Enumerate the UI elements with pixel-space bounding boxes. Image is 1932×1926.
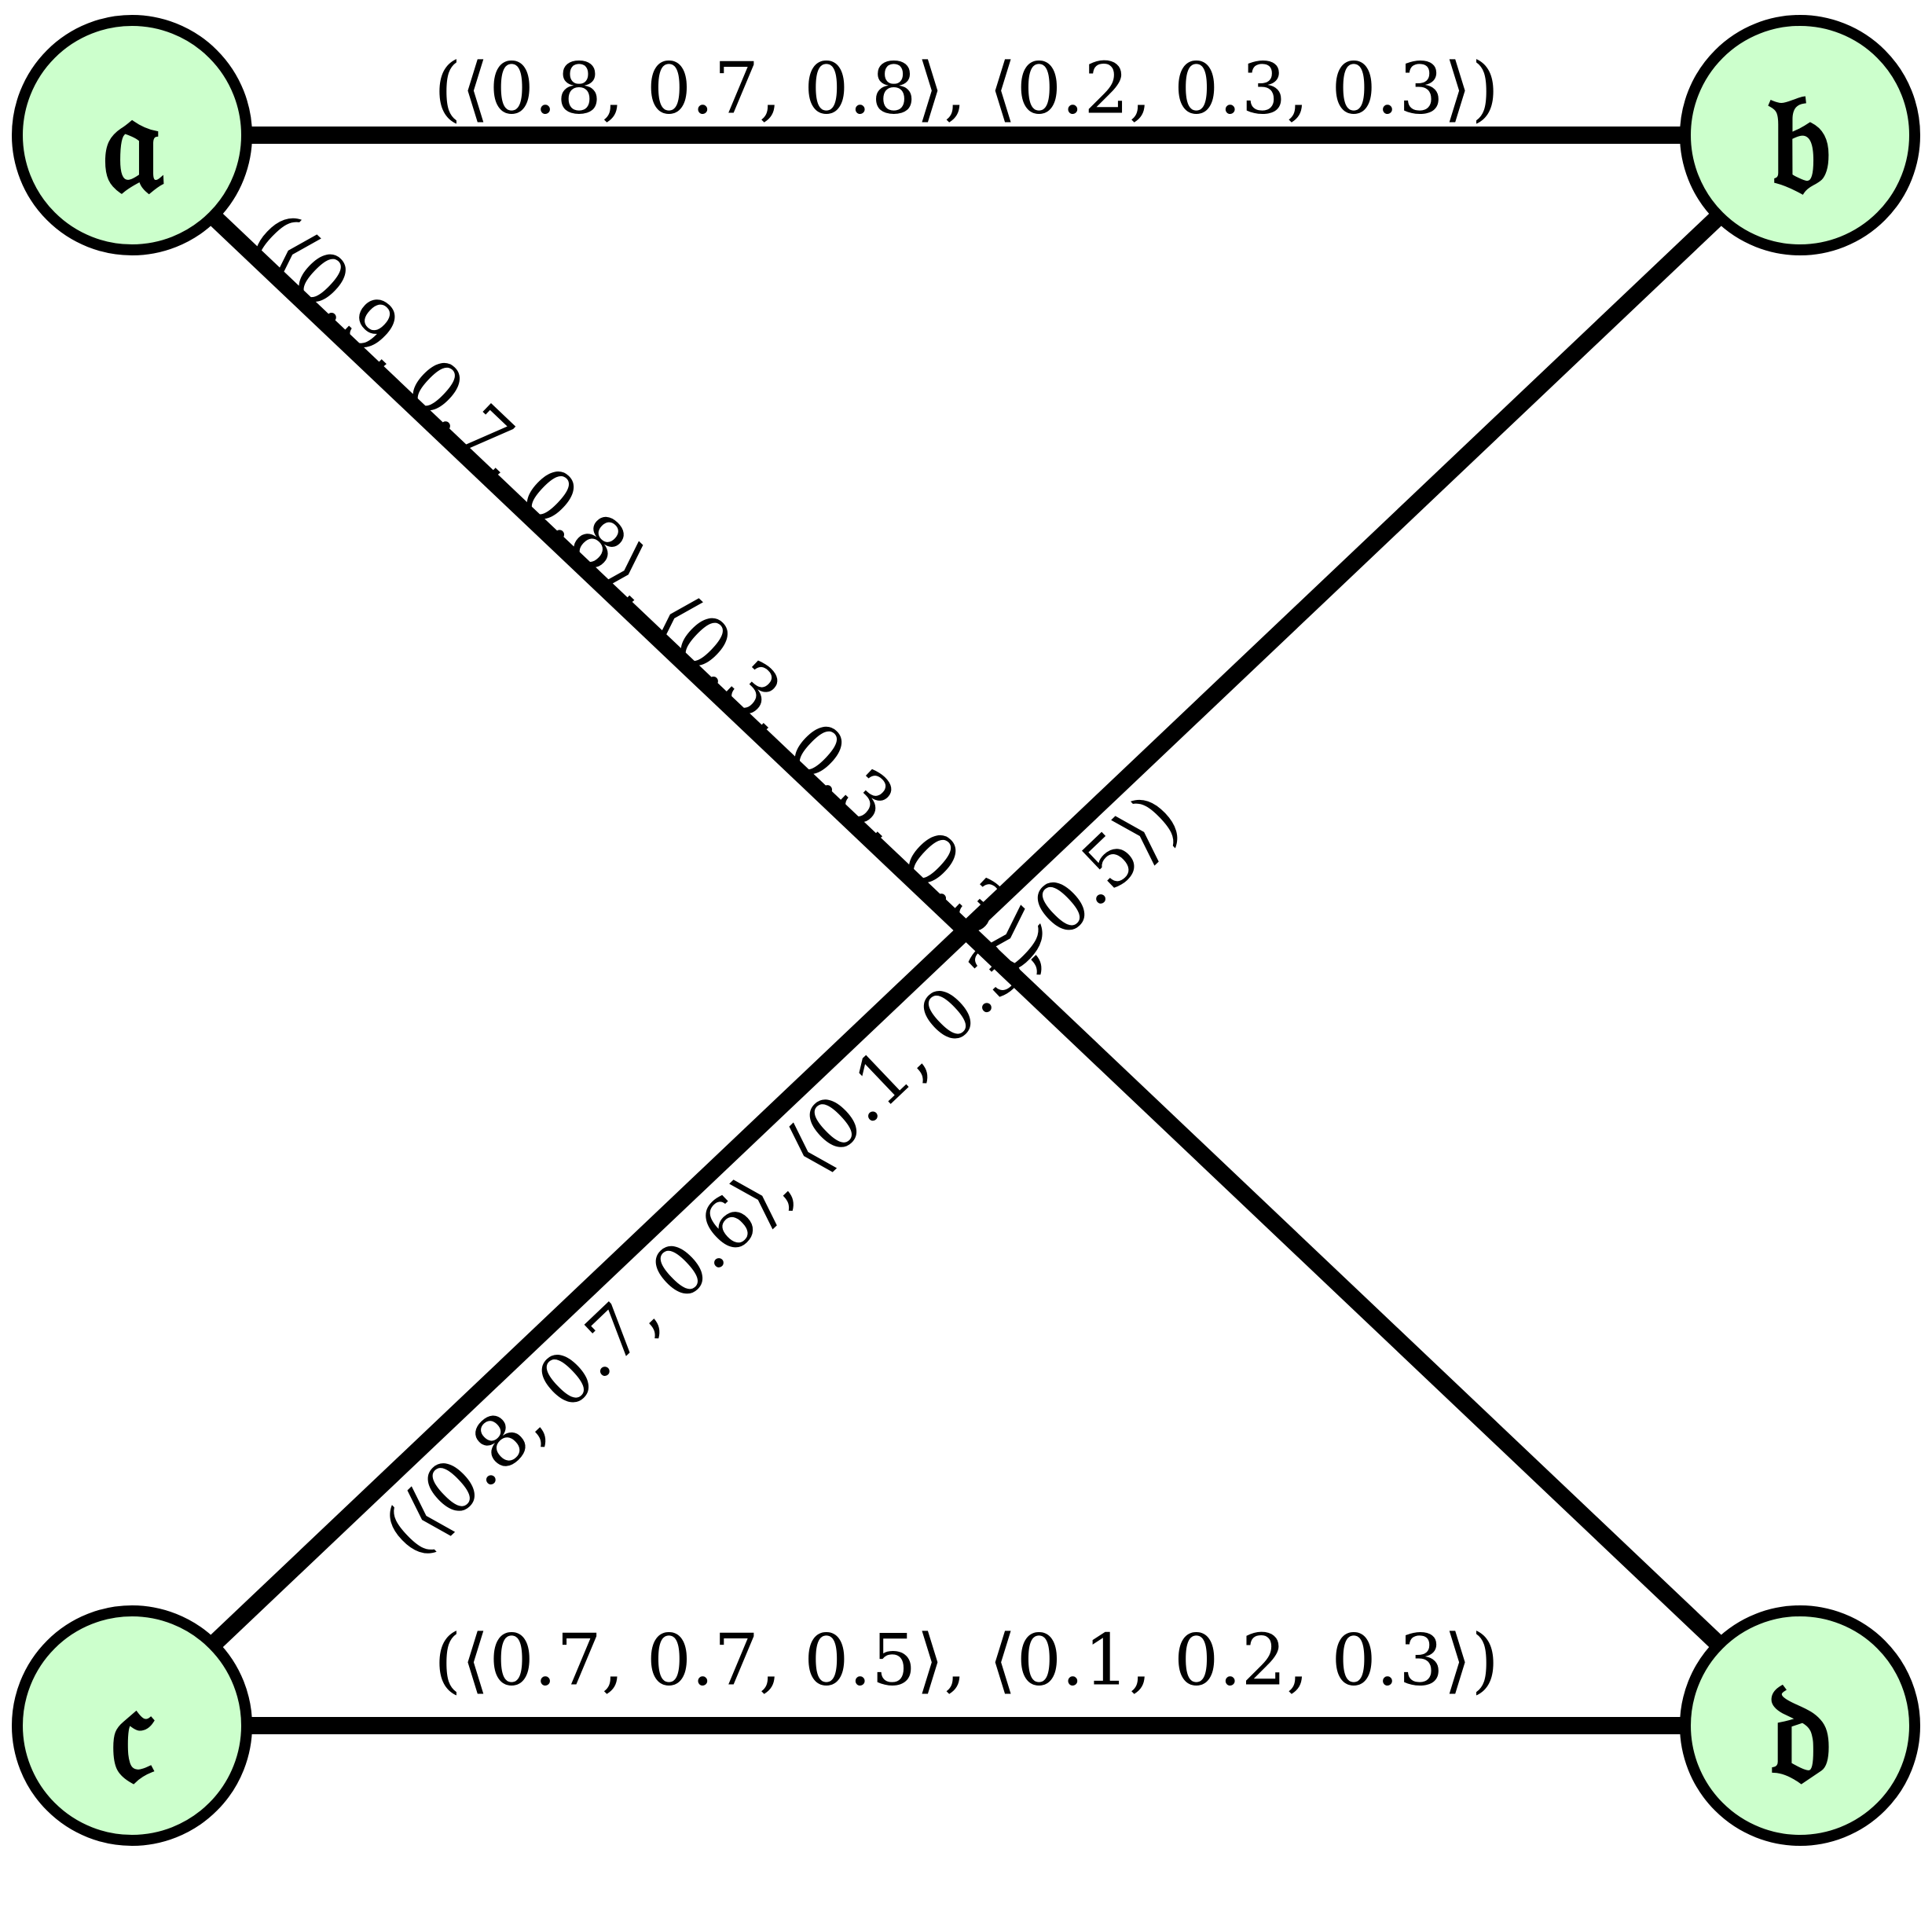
node-circle-b[interactable] [1680,15,1920,255]
node-label-b: 𝔟 [1768,59,1832,225]
node-a[interactable]: 𝔞 [12,15,252,255]
node-d[interactable]: 𝔡 [1680,1605,1920,1846]
node-label-a: 𝔞 [101,59,164,225]
node-label-d: 𝔡 [1768,1649,1832,1815]
edge-label-c-d: (⟨0.7, 0.7, 0.5⟩, ⟨0.1, 0.2, 0.3⟩) [434,1619,1499,1701]
node-circle-a[interactable] [12,15,252,255]
edge-label-a-b: (⟨0.8, 0.7, 0.8⟩, ⟨0.2, 0.3, 0.3⟩) [434,47,1499,130]
node-b[interactable]: 𝔟 [1680,15,1920,255]
edge-line-c-b[interactable] [207,210,1725,1651]
node-label-c: 𝔠 [110,1649,156,1815]
edge-label-a-d: (⟨0.9, 0.7, 0.8⟩, ⟨0.3, 0.3, 0.3⟩) [236,196,1065,990]
node-group: 𝔞 𝔟 𝔠 𝔡 [12,15,1920,1846]
node-circle-d[interactable] [1680,1605,1920,1846]
edge-group [207,127,1725,1734]
edge-label-c-b: (⟨0.8, 0.7, 0.6⟩, ⟨0.1, 0.3, 0.5⟩) [368,777,1196,1572]
node-circle-c[interactable] [12,1605,252,1846]
node-c[interactable]: 𝔠 [12,1605,252,1846]
